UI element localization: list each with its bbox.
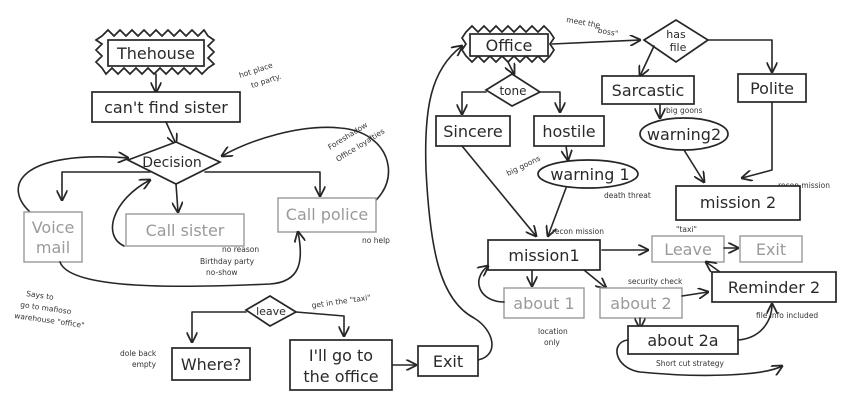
voice-mail-label-2: mail [36, 238, 70, 257]
office-label: Office [486, 36, 533, 55]
warning1-node: warning 1 [537, 159, 639, 189]
note-no-help: no help [362, 236, 390, 245]
about2a-label: about 2a [647, 331, 718, 350]
cant-find-sister-label: can't find sister [104, 98, 228, 117]
mission1-label: mission1 [508, 246, 579, 265]
note-death-threat: death threat [604, 191, 651, 200]
thehouse-label: Thehouse [116, 44, 195, 63]
note-location: location [538, 327, 568, 336]
exit-left-node: Exit [417, 345, 479, 377]
polite-label: Polite [750, 79, 794, 98]
call-police-node: Call police [277, 197, 377, 233]
warning1-label: warning 1 [550, 165, 629, 184]
decision-label: Decision [142, 155, 202, 171]
go-office-label-2: the office [303, 367, 378, 386]
where-node: Where? [171, 347, 251, 381]
tone-label: tone [499, 84, 526, 98]
call-police-label: Call police [286, 205, 368, 224]
hostile-label: hostile [542, 122, 595, 141]
note-no-show: no-show [206, 268, 238, 277]
go-office-label-1: I'll go to [309, 346, 373, 365]
note-short-cut: Short cut strategy [656, 359, 725, 368]
thehouse-node: Thehouse [94, 28, 216, 76]
voice-mail-label-1: Voice [32, 218, 75, 237]
note-boss: "boss" [594, 25, 619, 38]
note-dole-back: dole back [120, 349, 157, 358]
note-taxi: "taxi" [676, 225, 697, 234]
note-get-in-taxi: get in the "taxi" [311, 293, 371, 310]
warning2-node: warning2 [639, 117, 729, 151]
cant-find-sister-node: can't find sister [91, 91, 241, 123]
mission2-node: mission 2 [675, 185, 801, 221]
decision-node: Decision [125, 141, 222, 185]
leave-label: leave [256, 305, 286, 318]
call-sister-label: Call sister [146, 221, 225, 240]
has-file-node: has file [642, 18, 710, 64]
note-says-to: Says to [26, 289, 55, 302]
about1-label: about 1 [513, 294, 574, 313]
note-recon-mission-mid: recon mission [552, 227, 604, 236]
note-big-goons-mid: big goons [505, 154, 542, 178]
has-file-label-2: file [670, 41, 687, 54]
note-only: only [544, 338, 560, 347]
sincere-node: Sincere [435, 115, 511, 147]
exit-left-label: Exit [433, 352, 463, 371]
note-warehouse-office: warehouse "office" [14, 311, 85, 330]
hostile-node: hostile [533, 115, 605, 147]
call-sister-node: Call sister [125, 213, 245, 247]
polite-node: Polite [737, 73, 807, 103]
about2-node: about 2 [599, 287, 683, 319]
exit-right-label: Exit [756, 240, 786, 259]
note-file-info: file info included [756, 311, 818, 320]
leave-node: leave [244, 295, 298, 327]
tone-node: tone [484, 72, 542, 107]
leave-right-node: Leave [651, 235, 725, 263]
note-no-reason: no reason [222, 245, 259, 254]
note-big-goons-top: big goons [666, 106, 703, 115]
mission1-node: mission1 [487, 239, 601, 271]
about1-node: about 1 [503, 287, 585, 319]
note-recon-mission-top: recon mission [778, 181, 830, 190]
exit-right-node: Exit [739, 235, 803, 263]
reminder2-node: Reminder 2 [711, 271, 837, 303]
reminder2-label: Reminder 2 [728, 278, 820, 297]
about2-label: about 2 [610, 294, 671, 313]
office-node: Office [460, 24, 556, 64]
sarcastic-label: Sarcastic [612, 81, 685, 100]
go-office-node: I'll go to the office [289, 339, 393, 391]
where-label: Where? [181, 355, 241, 374]
sarcastic-node: Sarcastic [601, 75, 695, 105]
note-empty: empty [132, 360, 157, 369]
about2a-node: about 2a [627, 325, 739, 355]
voice-mail-node: Voice mail [23, 211, 83, 263]
note-security-check: security check [628, 277, 683, 286]
warning2-label: warning2 [647, 125, 721, 144]
note-birthday-party: Birthday party [200, 257, 255, 266]
leave-right-label: Leave [664, 240, 712, 259]
has-file-label-1: has [666, 28, 686, 41]
mission2-label: mission 2 [700, 193, 776, 212]
sincere-label: Sincere [443, 122, 502, 141]
